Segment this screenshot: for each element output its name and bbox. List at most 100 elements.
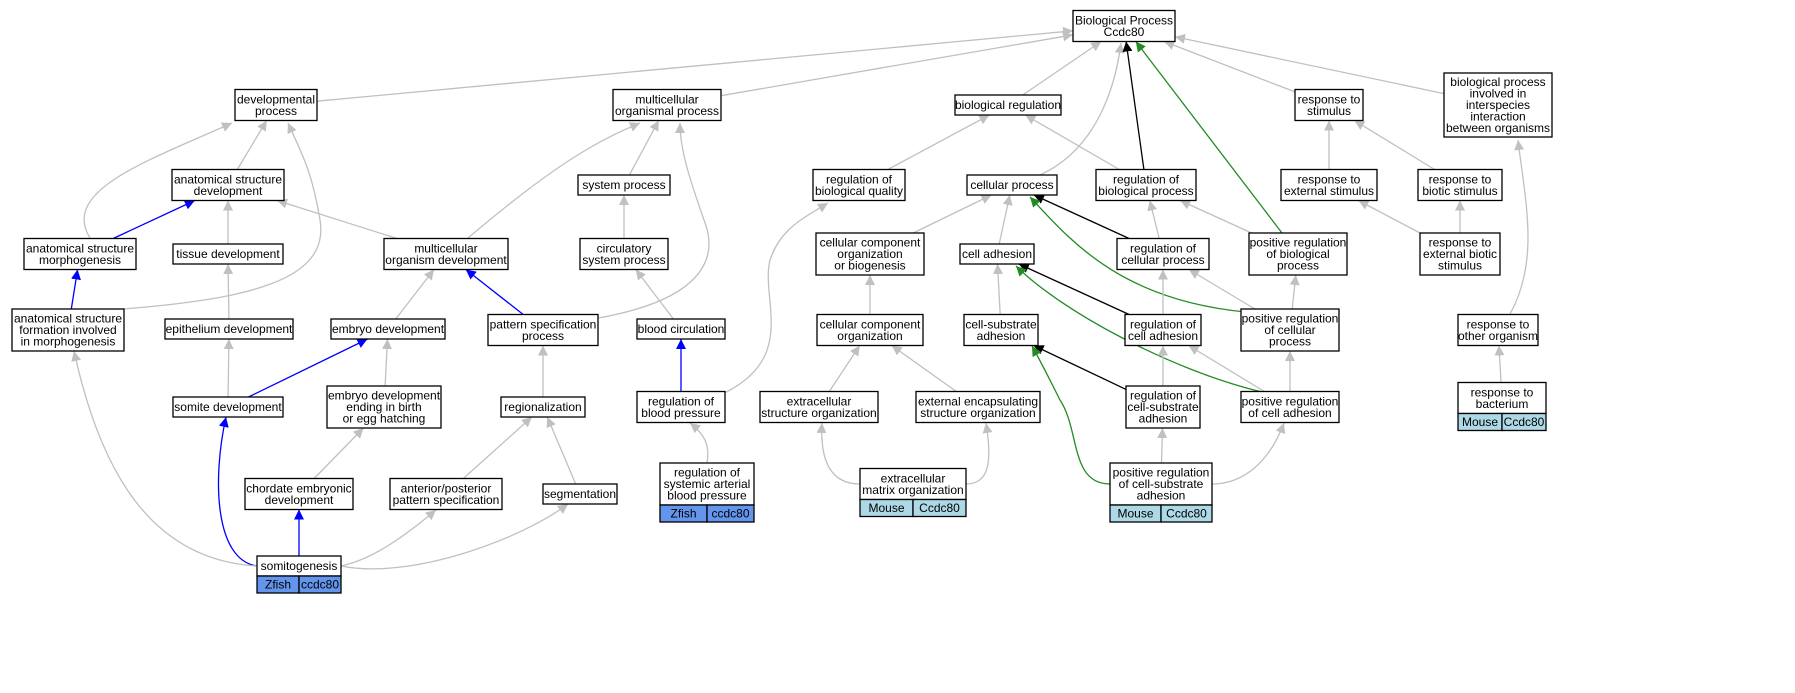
node-label-line: response to (1429, 172, 1492, 186)
node-label-line: circulatory (597, 241, 652, 255)
node-box (1125, 385, 1201, 429)
node-label-line: cell-substrate (965, 317, 1037, 331)
species-tag-label: Zfish (265, 578, 291, 592)
gene-tag-cell (912, 498, 967, 518)
gene-tag-label: Ccdc80 (1166, 507, 1207, 521)
node-label-line: Ccdc80 (1104, 25, 1145, 39)
node-box (612, 88, 722, 122)
node-label-line: response to (1467, 317, 1530, 331)
node-label-line: structure organization (761, 406, 876, 420)
node-segmentation[interactable]: segmentation (542, 483, 618, 505)
node-label-line: anatomical structure (174, 172, 282, 186)
node-embryo-development[interactable]: embryo development (330, 318, 446, 340)
node-label-line: response to (1298, 92, 1361, 106)
edge-anatomical-structure-development-to-developmental-process (236, 120, 268, 170)
edge-regulation-of-biological-quality-to-biological-regulation (887, 114, 990, 171)
node-regionalization[interactable]: regionalization (500, 396, 586, 418)
node-label-line: cell adhesion (1128, 329, 1198, 343)
node-label-line: pattern specification (490, 317, 597, 331)
node-box (759, 390, 879, 424)
node-system-process[interactable]: system process (577, 174, 671, 196)
node-cellular-process[interactable]: cellular process (966, 174, 1058, 196)
node-label-line: response to (1471, 385, 1534, 399)
node-box (812, 168, 906, 202)
node-cell-adhesion[interactable]: cell adhesion (959, 243, 1035, 265)
node-box (816, 313, 924, 347)
edge-cell-substrate-adhesion-to-cell-adhesion (993, 263, 1004, 315)
edge-positive-regulation-of-cell-substrate-adhesion-to-regulation-of-cell-substrate-adhesion (1157, 427, 1168, 464)
gene-tag-label: ccdc80 (711, 507, 749, 521)
node-label-line: process (522, 329, 564, 343)
edge-positive-regulation-of-biological-process-to-biological-process (1135, 41, 1283, 234)
node-box (164, 318, 294, 340)
edge-pattern-specification-process-to-multicellular-organismal-process (597, 122, 710, 319)
edge-positive-regulation-of-cell-substrate-adhesion-to-cell-substrate-adhesion (1031, 345, 1111, 485)
edge-positive-regulation-of-biological-process-to-regulation-of-biological-process (1179, 199, 1252, 234)
node-label-line: cell-substrate (1127, 400, 1199, 414)
node-epithelium-development[interactable]: epithelium development (164, 318, 294, 340)
node-box (1109, 462, 1213, 506)
node-label-line: embryo development (332, 322, 445, 336)
node-label-line: positive regulation (1242, 312, 1339, 326)
edge-extracellular-matrix-organization-to-external-encapsulating-structure-organization (965, 422, 993, 485)
node-label-line: cellular component (820, 236, 921, 250)
edge-regulation-of-cellular-process-to-regulation-of-biological-process (1147, 200, 1160, 239)
node-blood-circulation[interactable]: blood circulation (636, 318, 726, 340)
edge-anatomical-structure-formation-to-anatomical-structure-morphogenesis (70, 269, 81, 310)
node-label-line: formation involved (19, 323, 116, 337)
node-label-line: organism development (385, 253, 507, 267)
node-label-line: system process (582, 253, 665, 267)
node-box (966, 174, 1058, 196)
edge-regulation-of-systemic-arterial-blood-pressure-to-regulation-of-blood-pressure (689, 422, 709, 464)
node-box (1294, 88, 1364, 122)
node-label-line: blood pressure (667, 489, 747, 503)
node-label-line: somitogenesis (261, 559, 338, 573)
node-tissue-development[interactable]: tissue development (172, 243, 284, 265)
edge-positive-regulation-of-cellular-process-to-positive-regulation-of-biological-process (1289, 274, 1300, 310)
node-somite-development[interactable]: somite development (172, 396, 284, 418)
edge-multicellular-organism-development-to-anatomical-structure-development (276, 198, 398, 240)
node-biological-regulation[interactable]: biological regulation (954, 94, 1062, 116)
edge-anterior-posterior-pattern-specification-to-regionalization (462, 416, 533, 479)
edge-positive-regulation-of-cellular-process-to-regulation-of-cellular-process (1188, 268, 1256, 310)
node-box (659, 462, 755, 506)
node-label-line: of cell-substrate (1119, 477, 1204, 491)
